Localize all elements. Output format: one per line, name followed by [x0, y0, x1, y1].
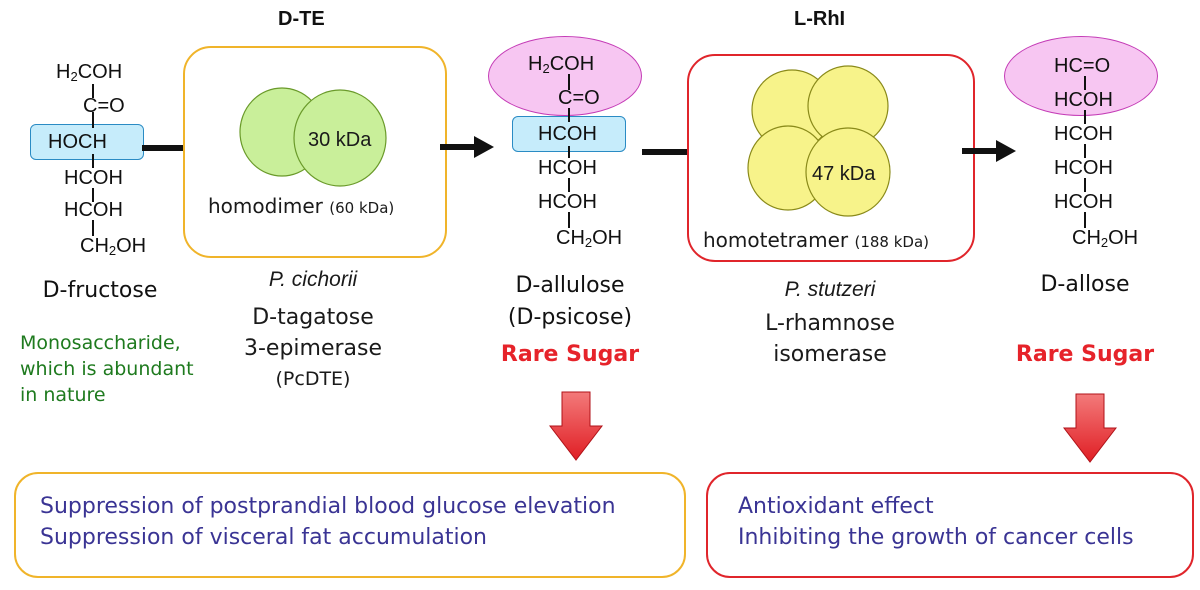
dte-homodimer-shape: [239, 87, 387, 187]
rhi-enzyme-line2: isomerase: [773, 342, 887, 367]
effects-left-text: Suppression of postprandial blood glucos…: [40, 491, 616, 553]
arrow-rhi-allose: [962, 140, 1016, 162]
allose-aldehyde-ellipse: [1004, 36, 1158, 116]
rhi-homotetramer-shape: [747, 65, 891, 217]
dte-enzyme-line1: D-tagatose: [252, 305, 374, 330]
rhi-subunit-mass: 47 kDa: [812, 163, 876, 185]
allose-down-arrow: [1062, 393, 1118, 463]
effect-antioxidant: Antioxidant effect: [738, 494, 934, 519]
rhi-enzyme-name: L-rhamnose isomerase: [720, 308, 940, 370]
allose-c5: HCOH: [1054, 191, 1113, 213]
rhi-oligomer: homotetramer (188 kDa): [703, 228, 929, 252]
fructose-c3: HOCH: [48, 131, 107, 153]
allose-c1: HC=O: [1054, 55, 1111, 77]
allulose-c6: CH2OH: [556, 227, 623, 250]
fructose-c2: C=O: [83, 95, 125, 117]
allose-c2: HCOH: [1054, 89, 1113, 111]
allose-name: D-allose: [1040, 272, 1130, 297]
effects-left-box: [14, 472, 686, 578]
dte-enzyme-name: D-tagatose 3-epimerase (PcDTE): [203, 302, 423, 395]
fructose-note-line3: in nature: [20, 384, 106, 406]
allulose-c2: C=O: [558, 87, 600, 109]
fructose-c4: HCOH: [64, 167, 123, 189]
fructose-c5: HCOH: [64, 199, 123, 221]
allose-c6: CH2OH: [1072, 227, 1139, 250]
dte-oligomer: homodimer (60 kDa): [208, 194, 394, 218]
fructose-note-line2: which is abundant: [20, 358, 194, 380]
allulose-down-arrow: [548, 391, 604, 461]
fructose-note: Monosaccharide, which is abundant in nat…: [20, 330, 194, 408]
allulose-c1: H2COH: [528, 53, 595, 76]
effects-right-text: Antioxidant effect Inhibiting the growth…: [738, 491, 1134, 553]
arrow-dte-allulose: [440, 136, 494, 158]
effect-cancer: Inhibiting the growth of cancer cells: [738, 525, 1134, 550]
dte-title: D-TE: [278, 8, 325, 30]
fructose-note-line1: Monosaccharide,: [20, 332, 181, 354]
dte-enzyme-line3: (PcDTE): [275, 368, 351, 390]
effect-glucose: Suppression of postprandial blood glucos…: [40, 494, 616, 519]
effect-visceral-fat: Suppression of visceral fat accumulation: [40, 525, 487, 550]
dte-enzyme-line2: 3-epimerase: [243, 336, 383, 361]
fructose-name: D-fructose: [42, 278, 158, 303]
dte-organism: P. cichorii: [268, 268, 358, 291]
rhi-oligomer-label: homotetramer: [703, 228, 849, 252]
allulose-c5: HCOH: [538, 191, 597, 213]
rhi-organism: P. stutzeri: [784, 278, 876, 301]
connector-allulose-rhi: [642, 149, 698, 155]
dte-subunit-right: [293, 89, 387, 187]
dte-oligomer-label: homodimer: [208, 194, 323, 218]
rhi-title: L-RhI: [794, 8, 846, 30]
effects-right-box: [706, 472, 1194, 578]
rhi-oligomer-mass: (188 kDa): [854, 233, 929, 251]
allulose-name: D-allulose (D-psicose): [480, 270, 660, 334]
allulose-name-line2: (D-psicose): [507, 305, 633, 330]
allulose-c4: HCOH: [538, 157, 597, 179]
allose-c3: HCOH: [1054, 123, 1113, 145]
allulose-name-line1: D-allulose: [515, 273, 625, 298]
dte-oligomer-mass: (60 kDa): [329, 199, 395, 217]
allulose-c3: HCOH: [538, 123, 597, 145]
fructose-hoch-highlight: [30, 124, 144, 160]
fructose-c1: H2COH: [56, 61, 123, 84]
rhi-enzyme-line1: L-rhamnose: [765, 311, 895, 336]
allulose-rare-sugar: Rare Sugar: [500, 342, 640, 367]
rhi-subunit-4: [805, 127, 891, 217]
connector-fructose-dte: [142, 145, 192, 151]
allulose-ketone-ellipse: [488, 36, 642, 116]
allose-rare-sugar: Rare Sugar: [1015, 342, 1155, 367]
fructose-c6: CH2OH: [80, 235, 147, 258]
allose-c4: HCOH: [1054, 157, 1113, 179]
dte-subunit-mass: 30 kDa: [308, 129, 372, 151]
